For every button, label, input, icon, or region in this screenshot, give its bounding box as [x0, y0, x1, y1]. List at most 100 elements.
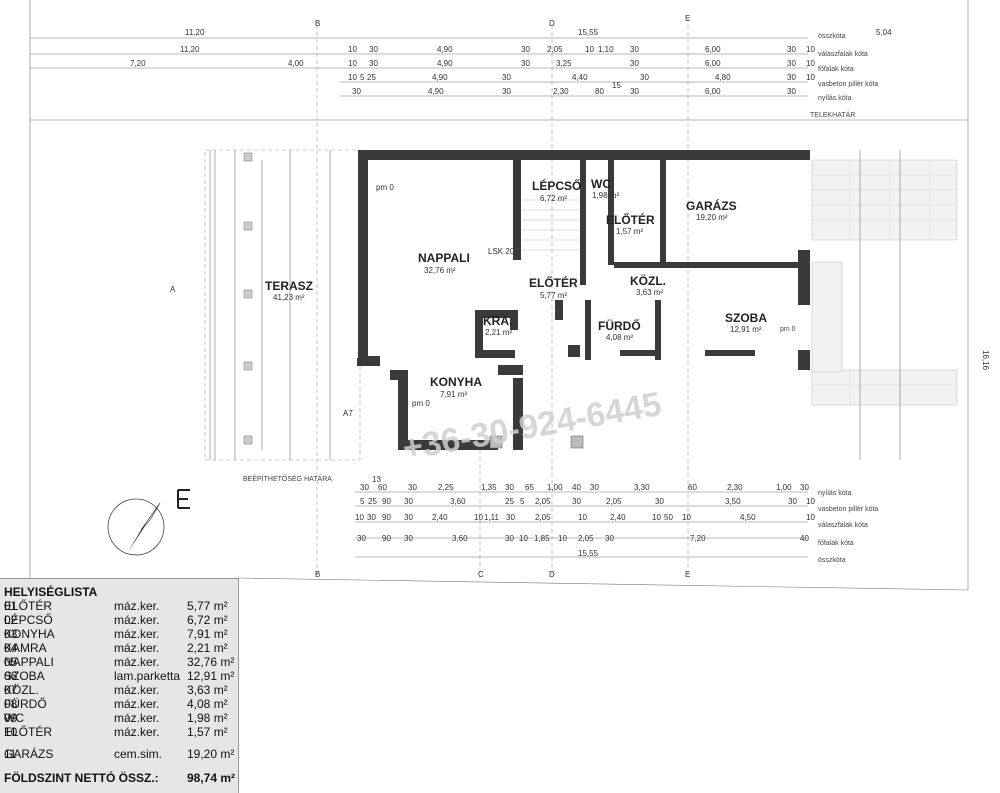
svg-text:30: 30 [506, 513, 515, 522]
svg-text:11,20: 11,20 [185, 28, 205, 37]
svg-text:B: B [315, 570, 320, 579]
svg-text:7,91 m²: 7,91 m² [440, 390, 467, 399]
svg-text:4,90: 4,90 [437, 59, 453, 68]
svg-text:2,40: 2,40 [432, 513, 448, 522]
svg-text:2,30: 2,30 [553, 87, 569, 96]
axis-label: E [685, 14, 690, 23]
svg-text:4,40: 4,40 [572, 73, 588, 82]
svg-text:2,30: 2,30 [727, 483, 743, 492]
room-list-title: HELYISÉGLISTA [4, 585, 98, 599]
svg-text:30: 30 [521, 59, 530, 68]
svg-text:4,90: 4,90 [432, 73, 448, 82]
svg-text:13: 13 [372, 475, 381, 484]
svg-text:25: 25 [368, 497, 377, 506]
svg-text:2,05: 2,05 [535, 513, 551, 522]
svg-text:1,35: 1,35 [481, 483, 497, 492]
svg-text:30: 30 [404, 534, 413, 543]
svg-text:2,05: 2,05 [535, 497, 551, 506]
svg-text:90: 90 [382, 513, 391, 522]
svg-text:30: 30 [404, 513, 413, 522]
top-dimensions: B D E 11,20 15,55 5,04 összkóta 11,20 10… [130, 14, 892, 119]
svg-text:7,20: 7,20 [130, 59, 146, 68]
svg-text:30: 30 [408, 483, 417, 492]
svg-text:3,60: 3,60 [452, 534, 468, 543]
room-labels: LÉPCSŐ 6,72 m² WC 1,98 m² ELŐTÉR 1,57 m²… [265, 177, 767, 399]
svg-text:10: 10 [519, 534, 528, 543]
svg-text:pm 0: pm 0 [412, 399, 430, 408]
room-row: 09 WC máz.ker. 1,98 m² [4, 711, 228, 725]
svg-text:16,16: 16,16 [981, 350, 990, 371]
svg-text:5: 5 [360, 497, 365, 506]
room-name: ELŐTÉR [606, 212, 655, 227]
svg-text:10: 10 [348, 73, 357, 82]
svg-text:30: 30 [655, 497, 664, 506]
room-name: KRA. [483, 314, 512, 328]
svg-text:15,55: 15,55 [578, 549, 599, 558]
svg-text:15: 15 [612, 81, 621, 90]
svg-text:D: D [549, 570, 555, 579]
svg-text:nyílás kóta: nyílás kóta [818, 490, 852, 497]
svg-text:60: 60 [688, 483, 697, 492]
svg-text:A7: A7 [343, 409, 353, 418]
svg-text:2,05: 2,05 [606, 497, 622, 506]
svg-text:12,91 m²: 12,91 m² [730, 325, 762, 334]
room-row: 07 KÖZL. máz.ker. 3,63 m² [4, 683, 228, 697]
svg-text:5: 5 [360, 73, 365, 82]
svg-text:1,11: 1,11 [484, 513, 500, 522]
room-name: ELŐTÉR [529, 275, 578, 290]
svg-text:3,63 m²: 3,63 m² [636, 288, 663, 297]
svg-text:összkóta: összkóta [818, 557, 846, 564]
svg-text:10: 10 [652, 513, 661, 522]
svg-text:1,85: 1,85 [534, 534, 550, 543]
svg-text:19,20 m²: 19,20 m² [696, 213, 728, 222]
svg-text:4,08 m²: 4,08 m² [606, 333, 633, 342]
svg-text:80: 80 [595, 87, 604, 96]
svg-text:30: 30 [502, 73, 511, 82]
svg-text:40: 40 [800, 534, 809, 543]
room-name: KÖZL. [630, 273, 666, 288]
svg-text:2,05: 2,05 [547, 45, 563, 54]
room-list-table: HELYISÉGLISTA 01 ELŐTÉR máz.ker. 5,77 m²… [0, 578, 239, 793]
svg-text:25: 25 [367, 73, 376, 82]
svg-text:30: 30 [369, 59, 378, 68]
svg-text:10: 10 [578, 513, 587, 522]
svg-text:30: 30 [787, 87, 796, 96]
svg-text:főfalak kóta: főfalak kóta [818, 66, 854, 73]
svg-text:2,40: 2,40 [610, 513, 626, 522]
svg-text:30: 30 [360, 483, 369, 492]
svg-text:6,00: 6,00 [705, 45, 721, 54]
svg-text:30: 30 [787, 59, 796, 68]
svg-text:30: 30 [357, 534, 366, 543]
svg-text:25: 25 [505, 497, 514, 506]
room-row: 02 LÉPCSŐ máz.ker. 6,72 m² [4, 613, 228, 627]
room-row: 06 SZOBA lam.parketta 12,91 m² [4, 669, 235, 683]
svg-text:7,20: 7,20 [690, 534, 706, 543]
svg-text:LSK 20: LSK 20 [488, 247, 515, 256]
svg-text:10: 10 [806, 45, 815, 54]
svg-text:30: 30 [505, 483, 514, 492]
svg-text:10: 10 [355, 513, 364, 522]
paving [811, 159, 958, 406]
svg-text:15,55: 15,55 [578, 28, 599, 37]
svg-text:11,20: 11,20 [180, 45, 200, 54]
svg-text:4,90: 4,90 [437, 45, 453, 54]
room-row: 01 ELŐTÉR máz.ker. 5,77 m² [4, 599, 228, 613]
svg-text:50: 50 [664, 513, 673, 522]
svg-text:E: E [685, 570, 690, 579]
svg-text:3,50: 3,50 [725, 497, 741, 506]
svg-text:pm 0: pm 0 [780, 326, 796, 333]
svg-text:4,80: 4,80 [715, 73, 731, 82]
svg-text:10: 10 [682, 513, 691, 522]
svg-text:30: 30 [572, 497, 581, 506]
axis-label: D [549, 19, 555, 28]
svg-text:összkóta: összkóta [818, 33, 846, 40]
room-name: NAPPALI [418, 251, 470, 265]
svg-text:41,23 m²: 41,23 m² [273, 293, 305, 302]
walls [357, 150, 810, 450]
svg-text:30: 30 [521, 45, 530, 54]
svg-text:10: 10 [348, 59, 357, 68]
svg-text:10: 10 [806, 513, 815, 522]
svg-text:10: 10 [806, 59, 815, 68]
svg-text:1,10: 1,10 [598, 45, 614, 54]
